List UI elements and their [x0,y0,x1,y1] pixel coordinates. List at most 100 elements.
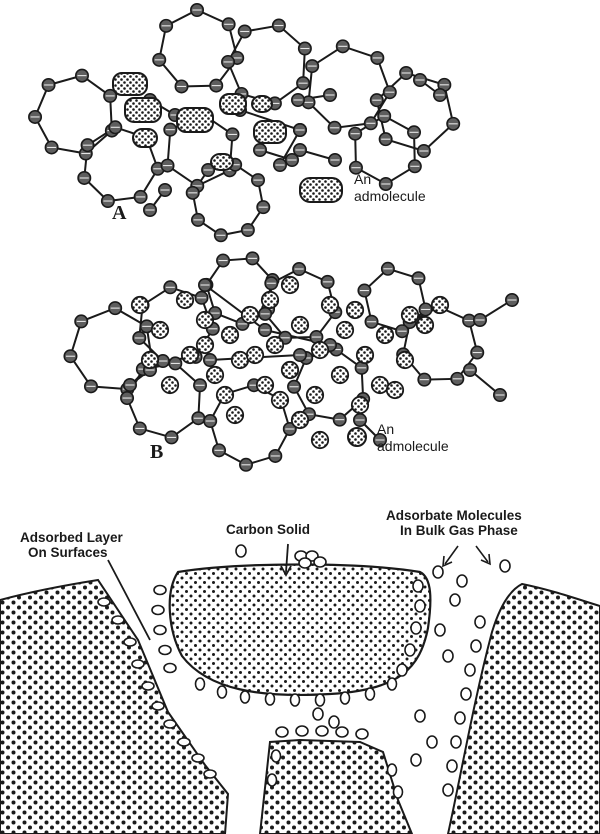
large-admolecule [252,96,272,112]
small-admolecule [132,297,148,313]
adsorbed-molecule [341,692,350,704]
small-admolecule [292,412,308,428]
small-admolecule [352,397,368,413]
large-admolecule [177,108,213,132]
gas-phase-molecule [415,710,425,722]
carbon-solid-label: Carbon Solid [226,522,310,537]
adsorbed-molecule [164,720,176,728]
adsorbed-molecule [291,694,300,706]
right-pore-wall [448,584,600,834]
gas-phase-molecule [443,650,453,662]
adsorbed-molecule [465,664,475,676]
small-admolecule [372,377,388,393]
adsorbed-molecule [411,622,421,634]
small-admolecule [417,317,433,333]
small-admolecule [222,327,238,343]
small-admolecule [267,337,283,353]
adsorbed-molecule [316,726,328,736]
adsorbate-label-line1: Adsorbate Molecules [386,508,522,523]
gas-phase-molecule [500,560,510,572]
panel-b-letter: B [150,441,163,463]
adsorbed-molecule [388,678,397,690]
adsorbed-molecule [397,664,407,676]
large-admolecule [133,129,157,147]
large-admolecule [211,154,233,170]
small-admolecule [282,277,298,293]
small-admolecule [397,352,413,368]
small-admolecule [152,322,168,338]
small-admolecule [387,382,403,398]
adsorbed-molecule [152,702,164,710]
gas-phase-molecule [435,624,445,636]
adsorbed-molecule [272,750,281,762]
adsorbed-molecule [218,686,227,698]
gas-phase-molecule [433,566,443,578]
adsorbed-layer-label-line2: On Surfaces [28,545,108,560]
small-admolecule [312,432,328,448]
small-admolecule [257,377,273,393]
small-admolecule [142,352,158,368]
adsorbed-molecule [196,678,205,690]
adsorbed-molecule [142,682,154,690]
adsorbed-molecule [276,727,288,737]
large-admolecule [220,94,246,114]
small-admolecule [207,367,223,383]
bottom-pore-wall [260,740,412,834]
adsorbed-molecule [154,626,166,635]
small-admolecule [347,302,363,318]
gas-phase-molecule [427,736,437,748]
small-admolecule [432,297,448,313]
gas-phase-molecule [457,575,467,587]
panel-b-structure: B An admolecule [64,252,518,471]
small-admolecule [217,387,233,403]
adsorbed-molecule [366,688,375,700]
panel-a-structure: A An admolecule [29,4,460,242]
adsorbed-molecule [192,754,204,762]
adsorbed-layer-label-line1: Adsorbed Layer [20,530,124,545]
adsorbed-molecule [394,786,403,798]
panel-a-legend-line1: An [354,171,371,187]
adsorbed-molecule [178,738,190,746]
adsorbed-molecule [461,688,471,700]
legend-small-admolecule-symbol [348,428,366,446]
panel-a-legend-line2: admolecule [354,188,426,204]
small-admolecule [242,307,258,323]
small-admolecule [162,377,178,393]
adsorbed-molecule [296,726,308,736]
small-admolecule [227,407,243,423]
small-admolecule [402,307,418,323]
adsorbed-molecule [299,558,311,568]
adsorbed-molecule [316,694,325,706]
adsorbed-molecule [455,712,465,724]
small-admolecule [247,347,263,363]
small-admolecule [182,347,198,363]
adsorbed-molecule [266,693,275,705]
gas-phase-molecule [313,708,323,720]
gas-phase-molecule [329,716,339,728]
small-admolecule [332,367,348,383]
adsorbate-arrow-left [445,546,458,564]
small-admolecule [377,327,393,343]
panel-b-legend-line2: admolecule [377,438,449,454]
small-admolecule [292,317,308,333]
gas-phase-molecule [450,594,460,606]
adsorbed-molecule [154,586,166,595]
adsorbed-molecule [112,616,124,624]
adsorbed-molecule [356,729,368,739]
legend-large-admolecule-symbol [300,178,342,202]
adsorbed-molecule [451,736,461,748]
adsorbed-molecule [152,606,164,615]
small-admolecule [307,387,323,403]
adsorbed-molecule [471,640,481,652]
adsorbate-label-line2: In Bulk Gas Phase [400,523,518,538]
small-admolecule [312,342,328,358]
small-admolecule [197,337,213,353]
panel-a-letter: A [112,202,127,224]
gas-phase-molecule [411,754,421,766]
small-admolecule [232,352,248,368]
large-admolecule [125,98,161,122]
adsorbed-molecule [388,764,397,776]
adsorbed-molecule [475,616,485,628]
carbon-solid-particle [170,565,431,695]
